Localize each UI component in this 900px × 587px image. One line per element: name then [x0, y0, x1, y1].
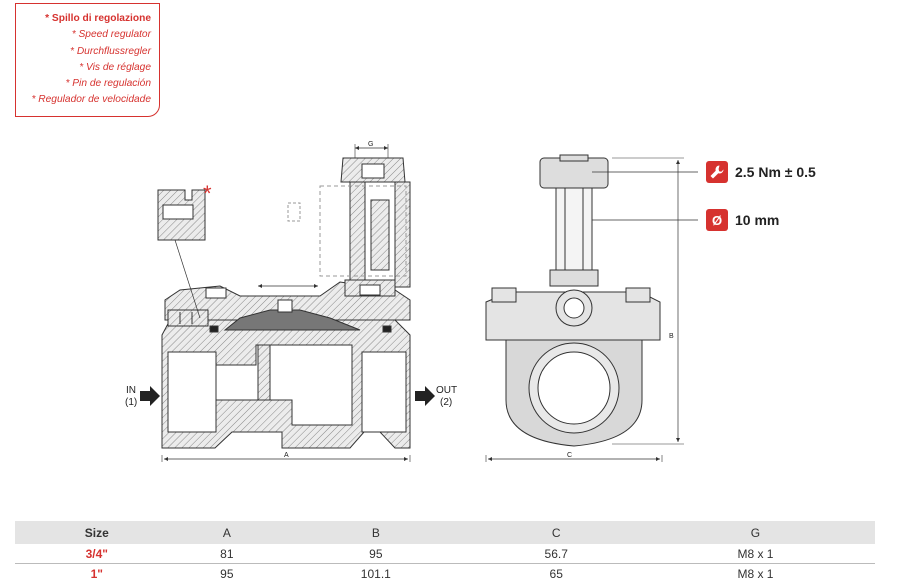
header-g: G	[635, 521, 875, 544]
outlet-arrow	[415, 386, 435, 406]
dim-a-label: A	[284, 452, 289, 459]
inlet-arrow	[140, 386, 160, 406]
cell-size: 3/4"	[15, 544, 179, 564]
section-view	[157, 144, 411, 462]
speed-regulator-screw	[167, 309, 209, 327]
coil-outline	[319, 185, 407, 277]
outlet-label: OUT	[436, 385, 457, 396]
cell-size: 1"	[90, 566, 103, 581]
dim-b-label: B	[669, 333, 674, 340]
header-c: C	[476, 521, 636, 544]
cell-b: 101.1	[360, 566, 391, 581]
cell-g: M8 x 1	[635, 544, 875, 564]
flow-arrows	[140, 386, 435, 406]
dim-c-label: C	[567, 452, 572, 459]
diaphragm	[223, 309, 361, 331]
legend-line-french: * Vis de réglage	[79, 61, 151, 73]
speed-regulator-legend: * Spillo di regolazione * Speed regulato…	[15, 3, 160, 117]
torque-value: 2.5 Nm ± 0.5	[735, 164, 816, 180]
torque-spec: 2.5 Nm ± 0.5	[706, 161, 816, 183]
header-a: A	[178, 521, 276, 544]
outlet-number: (2)	[440, 397, 452, 408]
diameter-icon: Ø	[706, 209, 728, 231]
diameter-spec: Ø 10 mm	[706, 209, 779, 231]
table-header-row: Size A B C G	[15, 521, 875, 544]
legend-line-german: * Durchflussregler	[70, 45, 151, 57]
regulator-cap	[539, 157, 609, 189]
dim-g-label: G	[368, 141, 373, 148]
legend-line-english: * Speed regulator	[71, 29, 151, 41]
legend-line-portuguese: * Regulador de velocidade	[31, 94, 151, 106]
diameter-value: 10 mm	[735, 212, 780, 228]
asterisk-mark: *	[203, 181, 212, 206]
table-row: 3/4" 81 95 56.7 M8 x 1	[15, 544, 875, 564]
cell-c: 65	[549, 566, 563, 581]
legend-line-italian: * Spillo di regolazione	[45, 13, 151, 24]
wrench-icon	[706, 161, 728, 183]
table-row: 1" 95 101.1 65 M8 x 1	[15, 564, 875, 584]
dimensions-table: Size A B C G 3/4" 81 95 56.7 M8 x 1 1" 9…	[15, 521, 875, 583]
pilot-stem	[555, 187, 593, 271]
front-view	[485, 154, 698, 462]
cell-b: 95	[275, 544, 477, 564]
cell-a: 95	[220, 566, 234, 581]
inlet-number: (1)	[125, 397, 137, 408]
header-b: B	[275, 521, 477, 544]
header-size: Size	[15, 521, 179, 544]
legend-line-spanish: * Pin de regulación	[65, 78, 151, 90]
inlet-label: IN	[126, 385, 136, 396]
cell-a: 81	[178, 544, 276, 564]
cell-g: M8 x 1	[737, 566, 774, 581]
cell-c: 56.7	[476, 544, 636, 564]
